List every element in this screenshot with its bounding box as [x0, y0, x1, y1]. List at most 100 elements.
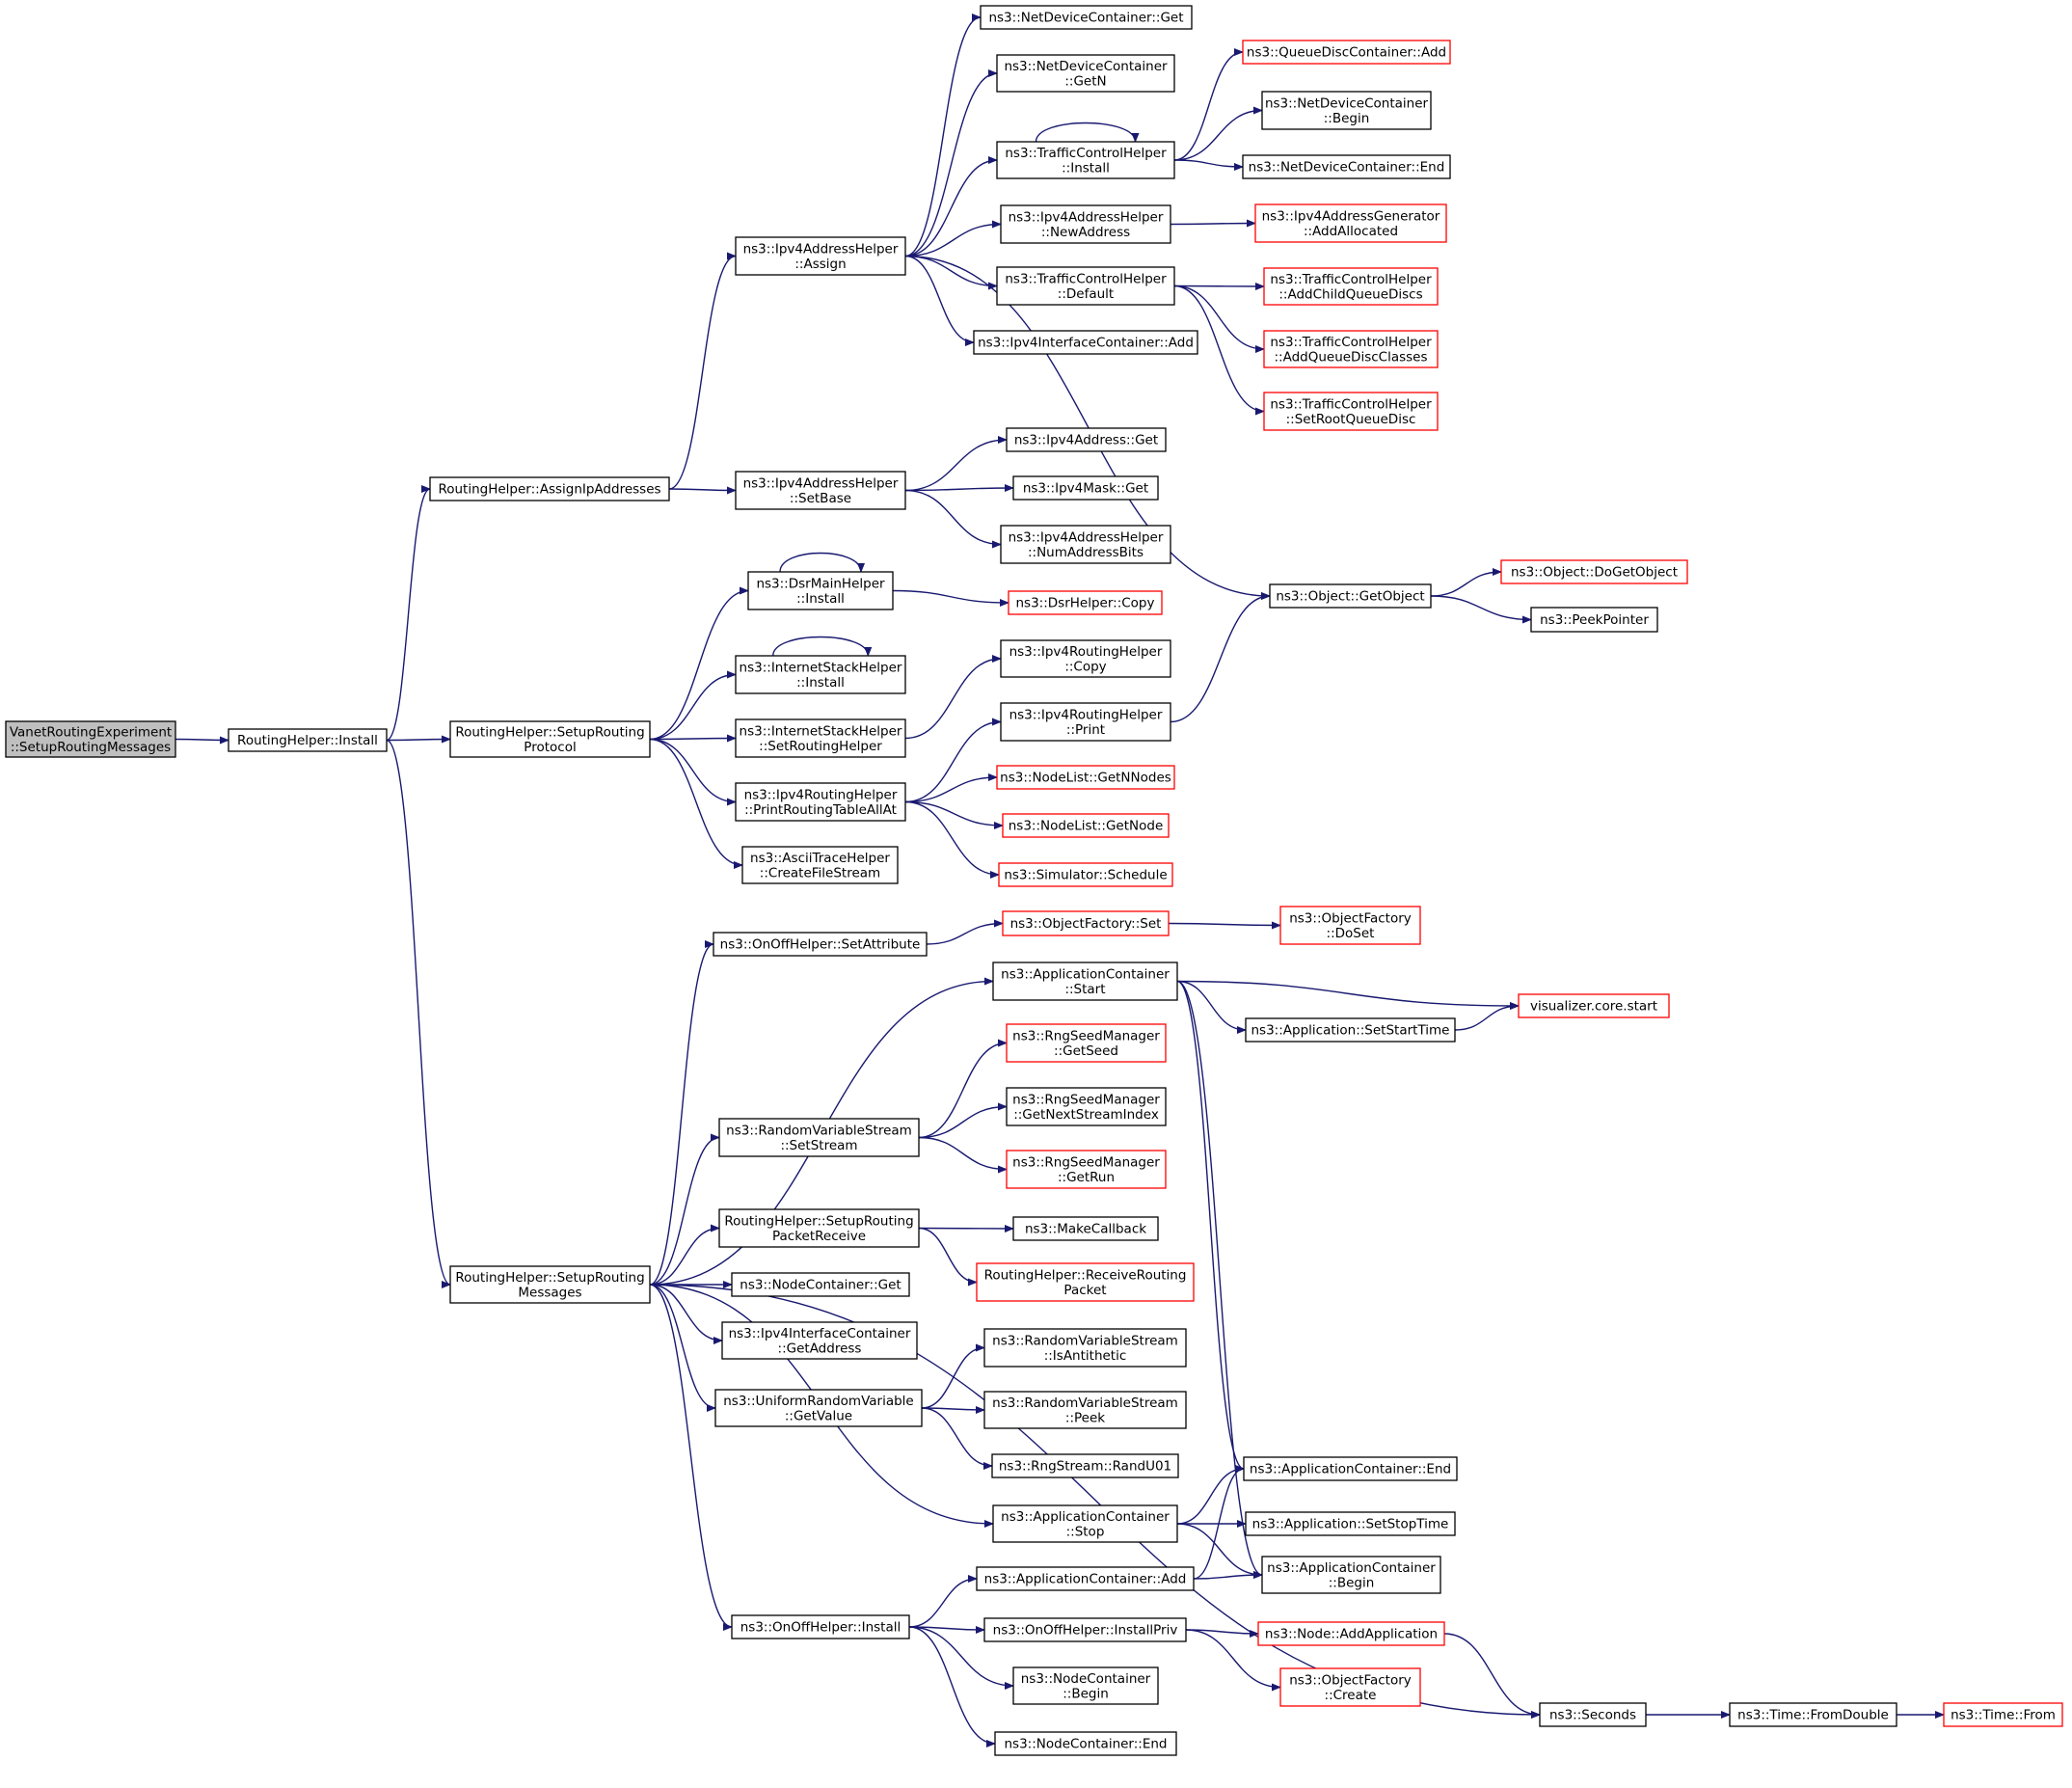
- graph-node-app-setstart[interactable]: ns3::Application::SetStartTime: [1245, 1017, 1456, 1043]
- node-box: [735, 655, 906, 694]
- graph-node-ish-setrouting[interactable]: ns3::InternetStackHelper::SetRoutingHelp…: [735, 718, 906, 758]
- node-box: [731, 1614, 910, 1639]
- graph-node-appc-start[interactable]: ns3::ApplicationContainer::Start: [992, 962, 1178, 1001]
- graph-node-ipv4addr-get[interactable]: ns3::Ipv4Address::Get: [1006, 427, 1167, 452]
- graph-node-nc-end[interactable]: ns3::NodeContainer::End: [994, 1731, 1177, 1756]
- graph-node-rh-assign-ip[interactable]: RoutingHelper::AssignIpAddresses: [429, 476, 670, 501]
- graph-node-makecallback[interactable]: ns3::MakeCallback: [1012, 1216, 1159, 1241]
- node-box: [1257, 1621, 1445, 1646]
- graph-node-ipv4rh-print[interactable]: ns3::Ipv4RoutingHelper::Print: [1000, 702, 1171, 742]
- graph-node-rh-install[interactable]: RoutingHelper::Install: [228, 728, 388, 752]
- graph-node-nodelist-getn[interactable]: ns3::NodeList::GetNNodes: [996, 765, 1175, 790]
- graph-node-dsrmain-install[interactable]: ns3::DsrMainHelper::Install: [747, 571, 894, 610]
- graph-node-nodelist-get[interactable]: ns3::NodeList::GetNode: [1002, 813, 1170, 838]
- graph-node-node-addapp[interactable]: ns3::Node::AddApplication: [1257, 1621, 1445, 1646]
- graph-node-rng-getseed[interactable]: ns3::RngSeedManager::GetSeed: [1006, 1023, 1167, 1063]
- graph-node-ipv4ic-getaddr[interactable]: ns3::Ipv4InterfaceContainer::GetAddress: [721, 1321, 918, 1360]
- graph-node-urv-getvalue[interactable]: ns3::UniformRandomVariable::GetValue: [714, 1389, 923, 1427]
- node-label: ::Default: [1058, 286, 1114, 302]
- graph-node-time-fromdouble[interactable]: ns3::Time::FromDouble: [1729, 1702, 1897, 1727]
- graph-node-nc-begin[interactable]: ns3::NodeContainer::Begin: [1012, 1666, 1159, 1705]
- graph-node-ipv4ah-assign[interactable]: ns3::Ipv4AddressHelper::Assign: [735, 236, 906, 276]
- graph-node-ndc-getn[interactable]: ns3::NetDeviceContainer::GetN: [996, 54, 1175, 93]
- graph-node-tch-default[interactable]: ns3::TrafficControlHelper::Default: [996, 266, 1175, 306]
- call-edge: [904, 156, 998, 257]
- call-edge: [908, 1626, 996, 1747]
- node-label: ns3::TrafficControlHelper: [1270, 335, 1432, 350]
- call-edge: [921, 1407, 993, 1470]
- node-label: ns3::Ipv4Mask::Get: [1023, 481, 1148, 497]
- graph-node-appc-stop[interactable]: ns3::ApplicationContainer::Stop: [992, 1504, 1178, 1543]
- graph-node-rh-setup-msgs[interactable]: RoutingHelper::SetupRoutingMessages: [449, 1265, 651, 1304]
- graph-node-objfactory-doset[interactable]: ns3::ObjectFactory::DoSet: [1279, 906, 1421, 945]
- call-edge: [904, 718, 1002, 803]
- graph-node-objfactory-create[interactable]: ns3::ObjectFactory::Create: [1279, 1667, 1421, 1707]
- graph-node-nc-get[interactable]: ns3::NodeContainer::Get: [731, 1272, 910, 1297]
- graph-node-ipv4ah-newaddr[interactable]: ns3::Ipv4AddressHelper::NewAddress: [1000, 204, 1171, 244]
- graph-node-ipv4ag-addalloc[interactable]: ns3::Ipv4AddressGenerator::AddAllocated: [1254, 203, 1447, 243]
- graph-node-appc-add[interactable]: ns3::ApplicationContainer::Add: [976, 1566, 1195, 1591]
- node-label: ns3::Object::GetObject: [1276, 589, 1424, 605]
- node-box: [1269, 583, 1432, 609]
- call-edge: [904, 800, 1000, 879]
- call-edge: [908, 1626, 1014, 1690]
- graph-node-onoff-installpriv[interactable]: ns3::OnOffHelper::InstallPriv: [983, 1617, 1187, 1642]
- graph-node-rvs-setstream[interactable]: ns3::RandomVariableStream::SetStream: [718, 1118, 920, 1157]
- graph-node-rvs-peek[interactable]: ns3::RandomVariableStream::Peek: [983, 1391, 1187, 1429]
- graph-node-sim-schedule[interactable]: ns3::Simulator::Schedule: [998, 862, 1173, 887]
- graph-node-ndc-end[interactable]: ns3::NetDeviceContainer::End: [1242, 154, 1451, 179]
- graph-node-seconds[interactable]: ns3::Seconds: [1539, 1702, 1647, 1727]
- graph-node-onoff-install[interactable]: ns3::OnOffHelper::Install: [731, 1614, 910, 1639]
- graph-node-app-setstop[interactable]: ns3::Application::SetStopTime: [1245, 1511, 1456, 1536]
- graph-node-appc-begin[interactable]: ns3::ApplicationContainer::Begin: [1261, 1556, 1441, 1594]
- graph-node-ndc-get[interactable]: ns3::NetDeviceContainer::Get: [980, 5, 1193, 30]
- graph-node-obj-getobject[interactable]: ns3::Object::GetObject: [1269, 583, 1432, 609]
- node-label: Messages: [518, 1285, 581, 1300]
- node-box: [1012, 1216, 1159, 1241]
- node-label: ns3::RngSeedManager: [1012, 1154, 1160, 1170]
- node-box: [994, 1731, 1177, 1756]
- call-edge: [921, 1343, 985, 1409]
- graph-node-ipv4rh-copy[interactable]: ns3::Ipv4RoutingHelper::Copy: [1000, 639, 1171, 678]
- call-edge: [904, 484, 1014, 493]
- graph-node-tch-install[interactable]: ns3::TrafficControlHelper::Install: [996, 141, 1175, 179]
- graph-node-ascii-create[interactable]: ns3::AsciiTraceHelper::CreateFileStream: [741, 846, 899, 884]
- node-label: ::AddQueueDiscClasses: [1274, 349, 1427, 365]
- graph-node-qdc-add[interactable]: ns3::QueueDiscContainer::Add: [1242, 40, 1451, 65]
- graph-node-tch-addchild[interactable]: ns3::TrafficControlHelper::AddChildQueue…: [1263, 267, 1439, 306]
- node-label: ns3::OnOffHelper::SetAttribute: [720, 937, 921, 953]
- graph-node-viz-start[interactable]: visualizer.core.start: [1518, 993, 1670, 1018]
- edge-layer: [175, 14, 1945, 1747]
- graph-node-obj-dogetobject[interactable]: ns3::Object::DoGetObject: [1500, 559, 1688, 584]
- graph-node-ipv4mask-get[interactable]: ns3::Ipv4Mask::Get: [1012, 475, 1159, 501]
- call-edge: [918, 1102, 1008, 1139]
- node-label: ns3::ApplicationContainer: [1267, 1560, 1436, 1576]
- graph-node-ipv4ic-add[interactable]: ns3::Ipv4InterfaceContainer::Add: [973, 330, 1198, 355]
- graph-node-time-from[interactable]: ns3::Time::From: [1943, 1702, 2063, 1727]
- call-edge: [1173, 282, 1265, 290]
- graph-node-onoff-setattr[interactable]: ns3::OnOffHelper::SetAttribute: [713, 932, 928, 957]
- node-label: ns3::NodeList::GetNode: [1009, 819, 1164, 834]
- graph-node-rvs-isanti[interactable]: ns3::RandomVariableStream::IsAntithetic: [983, 1328, 1187, 1368]
- graph-node-tch-setroot[interactable]: ns3::TrafficControlHelper::SetRootQueueD…: [1263, 392, 1439, 431]
- graph-node-ndc-begin[interactable]: ns3::NetDeviceContainer::Begin: [1261, 91, 1432, 130]
- graph-node-rngstream-randu[interactable]: ns3::RngStream::RandU01: [991, 1453, 1179, 1478]
- graph-node-appc-end[interactable]: ns3::ApplicationContainer::End: [1243, 1456, 1458, 1481]
- node-box: [996, 54, 1175, 93]
- graph-node-ipv4ah-setbase[interactable]: ns3::Ipv4AddressHelper::SetBase: [735, 471, 906, 510]
- graph-node-dsrhelper-copy[interactable]: ns3::DsrHelper::Copy: [1008, 590, 1163, 615]
- call-edge: [921, 1405, 985, 1414]
- graph-node-objfactory-set[interactable]: ns3::ObjectFactory::Set: [1002, 910, 1170, 936]
- graph-node-rng-nextstream[interactable]: ns3::RngSeedManager::GetNextStreamIndex: [1006, 1087, 1167, 1126]
- graph-node-peekpointer[interactable]: ns3::PeekPointer: [1530, 607, 1658, 633]
- node-label: ::SetBase: [790, 491, 851, 506]
- graph-node-rng-getrun[interactable]: ns3::RngSeedManager::GetRun: [1006, 1150, 1167, 1189]
- graph-node-ish-install[interactable]: ns3::InternetStackHelper::Install: [735, 655, 906, 694]
- graph-node-ipv4ah-numbits[interactable]: ns3::Ipv4AddressHelper::NumAddressBits: [1000, 525, 1171, 564]
- node-label: ns3::PeekPointer: [1540, 612, 1649, 628]
- graph-node-ipv4rh-print-all[interactable]: ns3::Ipv4RoutingHelper::PrintRoutingTabl…: [735, 782, 906, 822]
- graph-node-tch-addclasses[interactable]: ns3::TrafficControlHelper::AddQueueDiscC…: [1263, 330, 1439, 368]
